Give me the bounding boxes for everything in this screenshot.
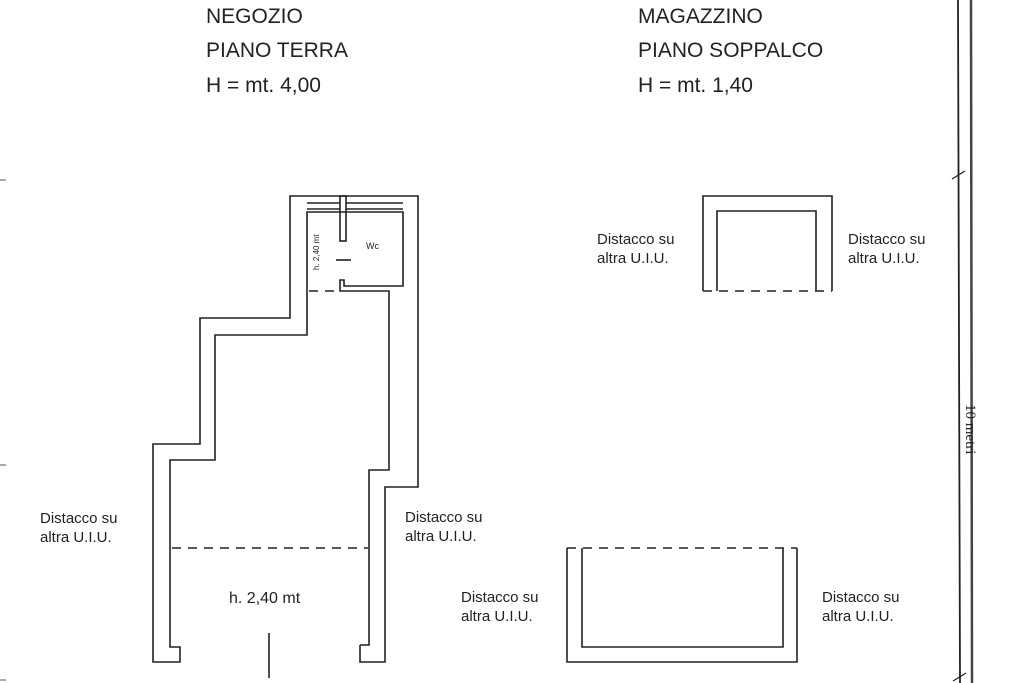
negozio-height: H = mt. 4,00 (206, 74, 321, 97)
magazzino-top-inner (716, 210, 817, 291)
scale-bar (951, 0, 974, 683)
distacco-line1: Distacco su (40, 510, 118, 527)
distacco-line1: Distacco su (405, 509, 483, 526)
edge-ticks (0, 179, 6, 681)
distacco-line1: Distacco su (597, 231, 675, 248)
negozio-floor: PIANO TERRA (206, 39, 348, 62)
wc-partition (307, 195, 403, 261)
magazzino-floor: PIANO SOPPALCO (638, 39, 824, 62)
distacco-line1: Distacco su (822, 589, 900, 606)
magazzino-title: MAGAZZINO (638, 5, 763, 28)
distacco-label: Distacco su altra U.I.U. (597, 230, 675, 268)
distacco-label: Distacco su altra U.I.U. (822, 588, 900, 626)
distacco-line2: altra U.I.U. (40, 529, 112, 546)
distacco-label: Distacco su altra U.I.U. (848, 230, 926, 268)
wc-height-label: h. 2,40 mt (312, 234, 321, 270)
distacco-line2: altra U.I.U. (405, 528, 477, 545)
magazzino-height: H = mt. 1,40 (638, 74, 753, 97)
negozio-title: NEGOZIO (206, 5, 303, 28)
distacco-line2: altra U.I.U. (461, 608, 533, 625)
wc-label: Wc (366, 241, 379, 251)
distacco-label: Distacco su altra U.I.U. (405, 508, 483, 546)
distacco-label: Distacco su altra U.I.U. (40, 509, 118, 547)
room-height-label: h. 2,40 mt (229, 590, 301, 607)
distacco-line2: altra U.I.U. (597, 250, 669, 267)
distacco-line1: Distacco su (848, 231, 926, 248)
magazzino-top-outer (702, 195, 833, 291)
magazzino-bottom-inner (581, 548, 784, 648)
negozio-outer-wall (152, 195, 419, 663)
distacco-line2: altra U.I.U. (848, 250, 920, 267)
distacco-line2: altra U.I.U. (822, 608, 894, 625)
distacco-label: Distacco su altra U.I.U. (461, 588, 539, 626)
magazzino-bottom-outer (566, 548, 798, 663)
distacco-line1: Distacco su (461, 589, 539, 606)
scale-label: 10 metri (962, 404, 978, 454)
